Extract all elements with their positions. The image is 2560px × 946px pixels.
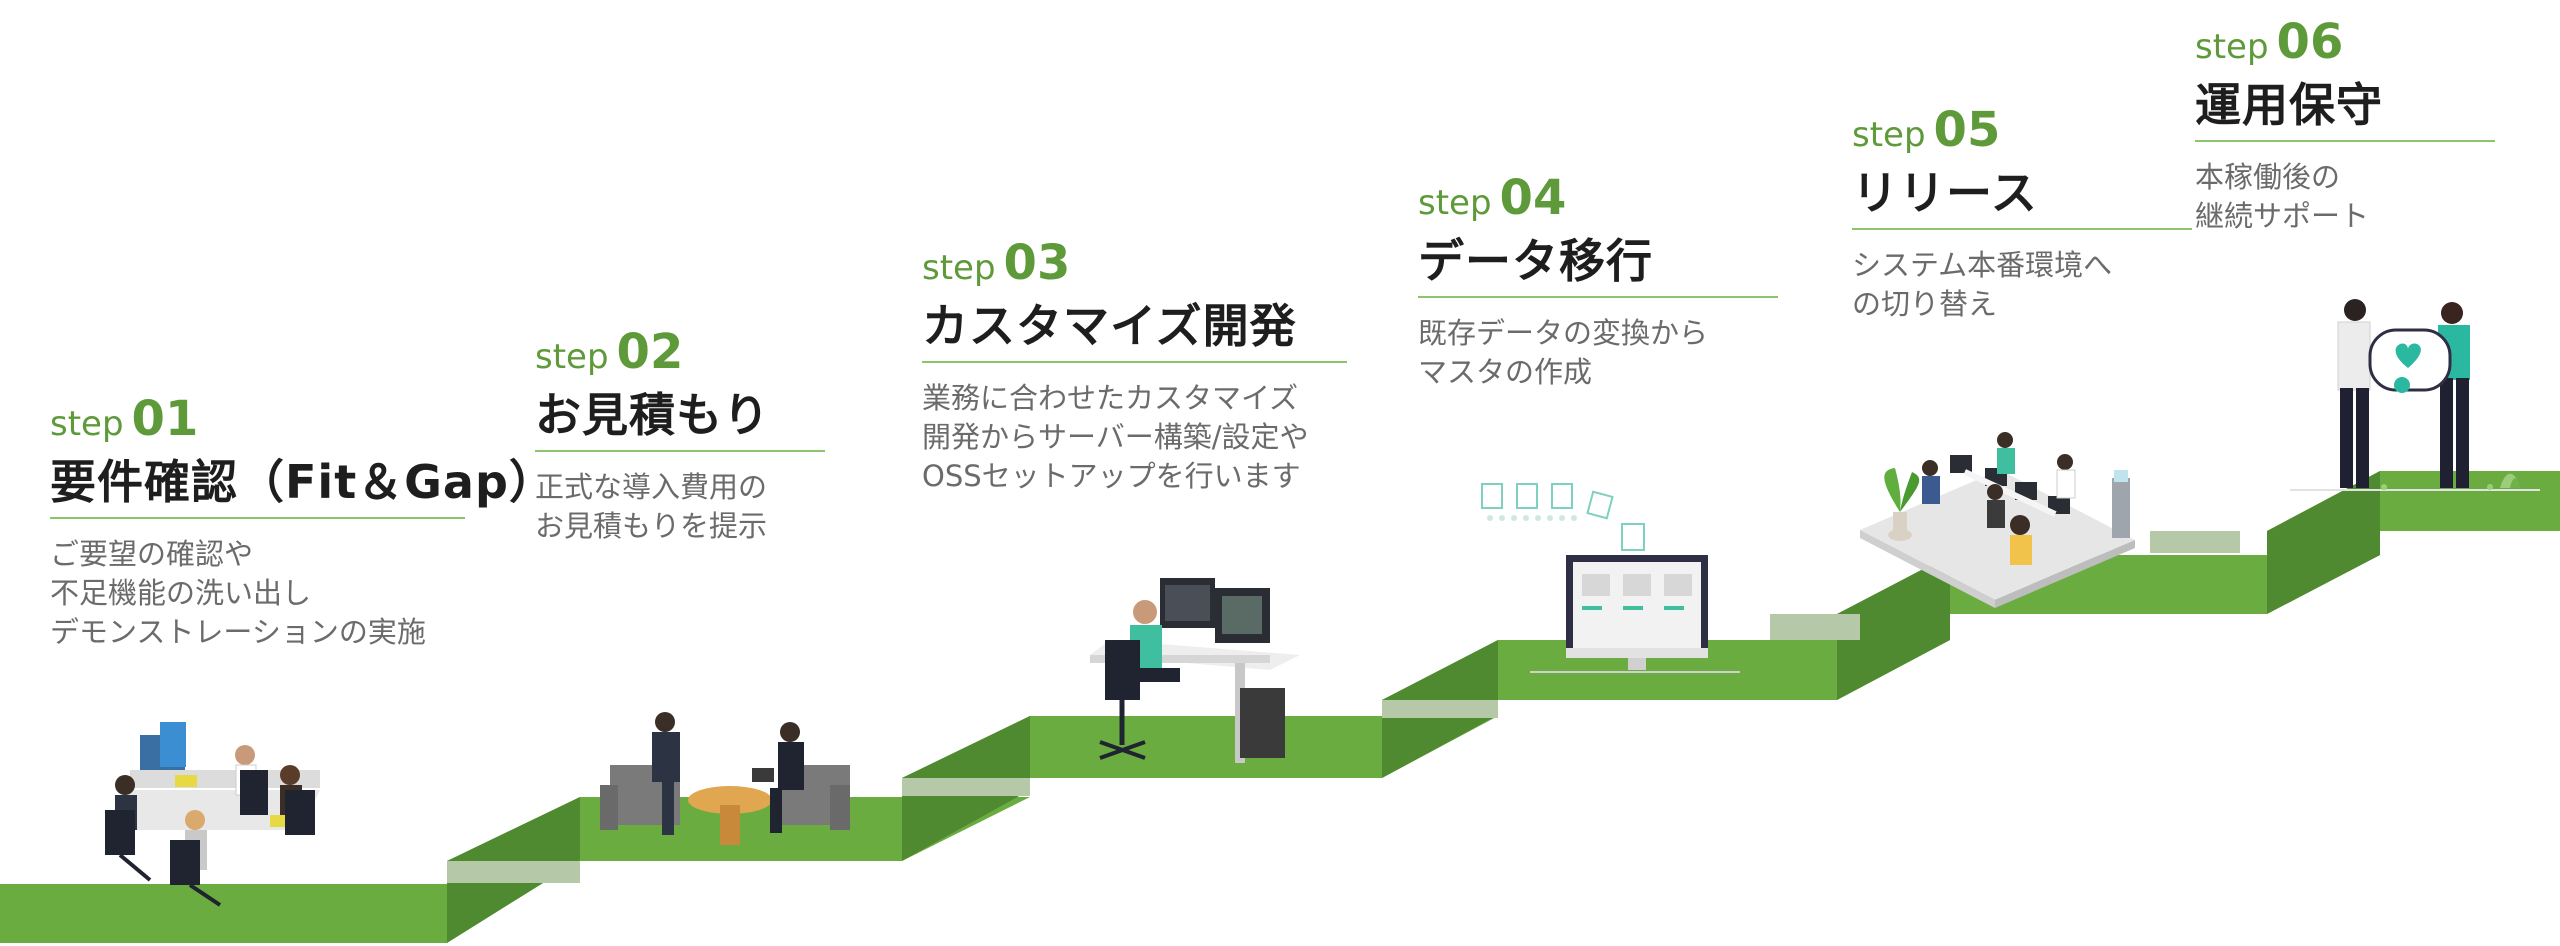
stair-tread-04 xyxy=(1382,640,1950,700)
step-title-01: 要件確認（Fit＆Gap） xyxy=(50,455,556,509)
step-description-line: お見積もりを提示 xyxy=(535,509,768,543)
step-description-line: システム本番環境へ xyxy=(1852,248,2113,282)
step-description-line: の切り替え xyxy=(1852,287,1998,321)
step-number: 01 xyxy=(131,391,199,447)
stair-riser-04-light xyxy=(1770,614,1860,640)
step-description-02: 正式な導入費用の お見積もりを提示 xyxy=(535,468,825,546)
step-description-line: 業務に合わせたカスタマイズ xyxy=(922,381,1299,415)
step-word: step xyxy=(2195,27,2269,67)
step-description-line: 継続サポート xyxy=(2195,199,2370,233)
stair-riser-04 xyxy=(1837,555,1950,700)
step-word: step xyxy=(922,248,996,288)
stair-tread-01 xyxy=(0,884,447,943)
team-meeting-icon xyxy=(105,722,320,907)
step-description-line: マスタの作成 xyxy=(1418,355,1593,389)
step-description-06: 本稼働後の 継続サポート xyxy=(2195,158,2495,236)
step-description-line: OSSセットアップを行います xyxy=(922,459,1301,493)
step-divider xyxy=(1418,296,1778,298)
step-number: 02 xyxy=(616,324,684,380)
stair-riser-02-light xyxy=(902,778,1030,796)
step-divider xyxy=(535,450,825,452)
step-title-02: お見積もり xyxy=(535,388,770,442)
step-divider xyxy=(50,517,465,519)
step-word: step xyxy=(1852,115,1926,155)
support-heart-icon xyxy=(2290,299,2540,491)
step-number: 04 xyxy=(1499,170,1567,226)
developer-desk-icon xyxy=(1090,578,1300,763)
stair-risers xyxy=(447,471,2380,943)
stair-riser-03-light xyxy=(1382,700,1498,718)
step-description-line: 正式な導入費用の xyxy=(535,470,768,504)
step-description-line: 既存データの変換から xyxy=(1418,316,1709,350)
step-description-line: ご要望の確認や xyxy=(50,537,254,571)
step-title-03: カスタマイズ開発 xyxy=(922,299,1297,353)
stair-tread-03 xyxy=(902,716,1498,778)
step-divider xyxy=(2195,140,2495,142)
step-description-line: 本稼働後の xyxy=(2195,160,2341,194)
step-number: 05 xyxy=(1933,102,2001,158)
step-description-04: 既存データの変換から マスタの作成 xyxy=(1418,314,1778,392)
step-description-line: 不足機能の洗い出し xyxy=(50,576,312,610)
step-title-06: 運用保守 xyxy=(2195,78,2383,132)
step-description-line: 開発からサーバー構築/設定や xyxy=(922,420,1309,454)
business-discussion-icon xyxy=(600,712,850,845)
office-floor-icon xyxy=(1860,432,2135,608)
step-divider xyxy=(1852,228,2192,230)
step-description-line: デモンストレーションの実施 xyxy=(50,615,426,649)
step-word: step xyxy=(1418,183,1492,223)
step-number: 06 xyxy=(2276,14,2344,70)
step-word: step xyxy=(535,337,609,377)
step-description-01: ご要望の確認や 不足機能の洗い出し デモンストレーションの実施 xyxy=(50,535,465,652)
stair-riser-01-light xyxy=(447,861,580,883)
step-number: 03 xyxy=(1003,235,1071,291)
stair-riser-05 xyxy=(2267,471,2380,614)
step-description-03: 業務に合わせたカスタマイズ 開発からサーバー構築/設定や OSSセットアップを行… xyxy=(922,379,1347,496)
step-title-04: データ移行 xyxy=(1418,234,1653,288)
step-divider xyxy=(922,361,1347,363)
step-title-05: リリース xyxy=(1852,166,2038,220)
stair-riser-05-light xyxy=(2150,531,2240,553)
step-word: step xyxy=(50,404,124,444)
step-description-05: システム本番環境へ の切り替え xyxy=(1852,246,2192,324)
stair-treads xyxy=(0,471,2560,943)
data-migration-monitor-icon xyxy=(1481,483,1740,673)
